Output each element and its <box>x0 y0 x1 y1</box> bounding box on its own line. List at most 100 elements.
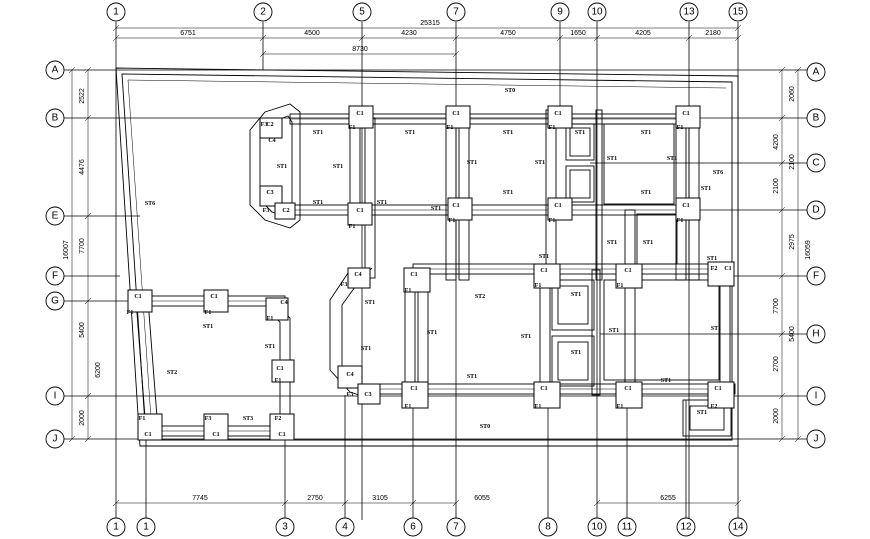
bubble-bottom-14 <box>728 517 748 537</box>
label-c1-h: C1 <box>356 208 363 214</box>
label-st1-b: ST1 <box>405 130 415 136</box>
grid-bubble-label: F <box>813 271 819 282</box>
label-f3-b: F3 <box>263 208 270 214</box>
label-c4-b: C4 <box>354 272 361 278</box>
vertical-grid-lines <box>115 22 739 520</box>
bubble-right-a <box>806 62 826 82</box>
label-st1-ac: ST1 <box>361 346 371 352</box>
dim-right-8: 2700 <box>773 356 780 372</box>
dim-left-1: 2522 <box>79 88 86 104</box>
column-pads <box>127 105 735 441</box>
label-f1-j: F1 <box>205 310 212 316</box>
grid-bubble-label: E <box>52 211 59 222</box>
label-st2-b: ST2 <box>167 370 177 376</box>
bubble-left-f <box>45 266 65 286</box>
label-st1-ad: ST1 <box>571 350 581 356</box>
bubble-left-g <box>45 291 65 311</box>
grid-bubble-label: H <box>812 329 819 340</box>
label-st1-u: ST1 <box>571 292 581 298</box>
dim-right-2: 4200 <box>773 134 780 150</box>
grid-bubble-label: A <box>52 65 59 76</box>
bubble-top-9 <box>550 2 570 22</box>
label-c1-g: C1 <box>682 203 689 209</box>
label-f1-f: F1 <box>449 218 456 224</box>
label-c1-d: C1 <box>682 111 689 117</box>
label-st1-ab: ST1 <box>265 344 275 350</box>
label-f1-d: F1 <box>677 125 684 131</box>
dim-top-4: 4750 <box>500 30 516 37</box>
label-st1-y: ST1 <box>521 334 531 340</box>
grid-bubble-label: 1 <box>143 522 149 533</box>
label-c1-k: C1 <box>540 268 547 274</box>
bubble-right-d <box>806 200 826 220</box>
label-f1-o: F1 <box>535 404 542 410</box>
grid-bubble-label: 15 <box>732 7 744 18</box>
label-st1-ah: ST1 <box>575 130 585 136</box>
label-c1-f: C1 <box>554 203 561 209</box>
label-st1-v: ST1 <box>365 300 375 306</box>
label-st1-aa: ST1 <box>711 326 721 332</box>
label-st1-ae: ST1 <box>467 374 477 380</box>
grid-bubble-label: 6 <box>410 522 416 533</box>
label-st1-k: ST1 <box>503 190 513 196</box>
label-c1-t: C1 <box>144 432 151 438</box>
label-c1-q: C1 <box>714 386 721 392</box>
label-st1-p: ST1 <box>431 206 441 212</box>
dim-right-4: 2100 <box>773 178 780 194</box>
dim-left-5: 6200 <box>95 362 102 378</box>
label-st1-w: ST1 <box>203 324 213 330</box>
label-st1-c: ST1 <box>503 130 513 136</box>
grid-bubble-label: 8 <box>545 522 551 533</box>
dim-right-9: 2000 <box>773 408 780 424</box>
label-f2-a: F2 <box>711 404 718 410</box>
grid-bubble-label: 13 <box>683 7 695 18</box>
bubble-right-f <box>806 266 826 286</box>
label-c1-j: C1 <box>210 294 217 300</box>
label-f1-b: F1 <box>447 125 454 131</box>
label-c1-m: C1 <box>410 272 417 278</box>
label-f1-p: F1 <box>617 404 624 410</box>
label-f1-r: F1 <box>275 378 282 384</box>
grid-bubble-label: 9 <box>557 7 563 18</box>
label-st1-q: ST1 <box>607 240 617 246</box>
label-st1-i: ST1 <box>607 156 617 162</box>
label-st1-e: ST1 <box>333 164 343 170</box>
label-c1-l: C1 <box>624 268 631 274</box>
label-c3-a: C3 <box>364 392 371 398</box>
label-f1-q: F1 <box>267 316 274 322</box>
dim-right-5: 2975 <box>789 234 796 250</box>
dim-top-1: 6751 <box>180 30 196 37</box>
label-c1-v: C1 <box>278 432 285 438</box>
label-f3-d: F3 <box>347 392 354 398</box>
dim-top-row2: 8730 <box>352 46 368 53</box>
label-f1-m: F1 <box>617 283 624 289</box>
label-f3-e: F3 <box>205 416 212 422</box>
label-f1-g: F1 <box>549 218 556 224</box>
bubble-top-5 <box>352 2 372 22</box>
footing-labels: ST0 ST0 ST6 ST6 ST1 ST1 ST1 ST1 ST1 ST1 … <box>127 88 732 438</box>
dim-left-6: 2000 <box>79 410 86 426</box>
dim-right-total: 16059 <box>805 240 812 260</box>
bottom-grid-bubbles: 1 1 3 4 6 7 8 10 11 12 14 <box>106 517 748 537</box>
bubble-bottom-11 <box>617 517 637 537</box>
label-st1-h: ST1 <box>535 160 545 166</box>
bubble-right-b <box>806 108 826 128</box>
strip-footings <box>135 103 736 440</box>
label-c1-n: C1 <box>410 386 417 392</box>
label-st1-r: ST1 <box>643 240 653 246</box>
label-f1-i: F1 <box>127 310 134 316</box>
grid-bubble-label: 7 <box>453 522 459 533</box>
dim-left-4: 5400 <box>79 322 86 338</box>
grid-bubble-label: B <box>813 113 820 124</box>
grid-bubble-label: 11 <box>622 522 633 533</box>
bubble-right-h <box>806 324 826 344</box>
label-f2-b: F2 <box>711 266 718 272</box>
label-st3: ST3 <box>243 416 253 422</box>
bubble-bottom-3 <box>275 517 295 537</box>
dim-left-total: 16007 <box>63 240 70 260</box>
dim-bottom-3: 3105 <box>372 495 388 502</box>
label-st1-s: ST1 <box>539 254 549 260</box>
label-st1-n: ST1 <box>313 200 323 206</box>
dim-top-3: 4230 <box>401 30 417 37</box>
